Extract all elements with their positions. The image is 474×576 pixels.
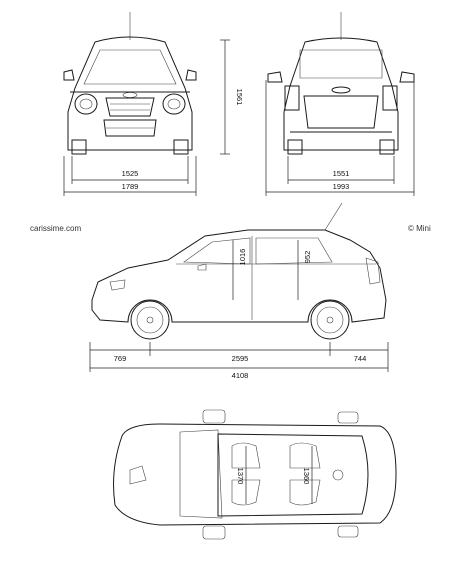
front-view (63, 12, 230, 196)
front-headroom-label: 1016 (238, 249, 247, 266)
top-front-width-label: 1370 (236, 468, 245, 485)
rear-width-label: 1993 (333, 182, 350, 191)
height-label: 1561 (235, 89, 244, 106)
wheelbase-label: 2595 (232, 354, 249, 363)
copyright-text: © Mini (408, 224, 431, 233)
rear-track-label: 1551 (333, 169, 350, 178)
top-rear-width-label: 1360 (302, 468, 311, 485)
watermark-text: carissime.com (30, 224, 81, 233)
rear-overhang-label: 744 (354, 354, 367, 363)
front-overhang-label: 769 (114, 354, 127, 363)
side-view (89, 202, 389, 372)
rear-headroom-label: 952 (303, 251, 312, 264)
front-track-label: 1525 (122, 169, 139, 178)
rear-view (265, 12, 415, 196)
front-width-label: 1789 (122, 182, 139, 191)
length-label: 4108 (232, 371, 249, 380)
top-view (113, 409, 397, 540)
